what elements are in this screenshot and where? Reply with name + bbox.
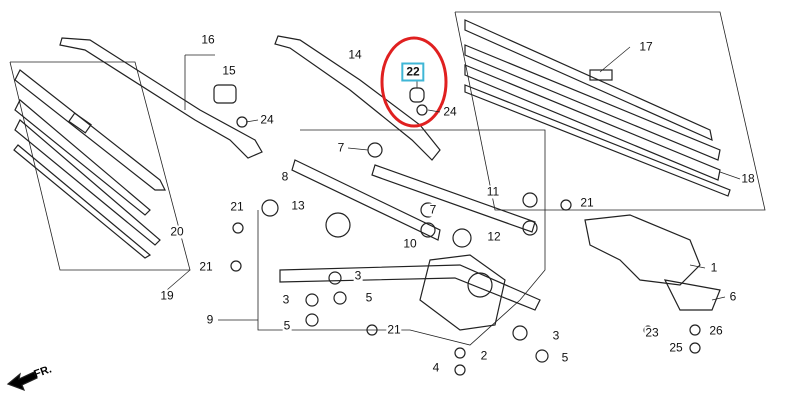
link-rod-8 bbox=[291, 159, 441, 241]
part-label: 18 bbox=[740, 171, 756, 186]
part-label: 21 bbox=[579, 195, 595, 210]
pivot-left bbox=[325, 212, 351, 238]
part-label: 7 bbox=[336, 140, 346, 155]
part-label: 8 bbox=[280, 169, 290, 184]
frame-9 bbox=[279, 264, 541, 311]
part-label: 10 bbox=[402, 236, 418, 251]
highlight-circle bbox=[380, 36, 448, 128]
part-label: 24 bbox=[259, 112, 275, 127]
wiper-blade-left bbox=[13, 69, 166, 259]
part-label: 11 bbox=[485, 184, 501, 199]
part-label: 5 bbox=[364, 290, 374, 305]
part-label: 21 bbox=[229, 199, 245, 214]
link-rod-11 bbox=[371, 164, 536, 233]
arm-cap-15 bbox=[213, 84, 237, 104]
cap-22 bbox=[409, 87, 425, 103]
part-label: 15 bbox=[221, 63, 237, 78]
part-label: 21 bbox=[198, 259, 214, 274]
part-label: 5 bbox=[282, 318, 292, 333]
part-label: 6 bbox=[728, 289, 738, 304]
part-label: 23 bbox=[644, 325, 660, 340]
part-label: 7 bbox=[428, 202, 438, 217]
part-label: 26 bbox=[708, 323, 724, 338]
part-label: 2 bbox=[479, 348, 489, 363]
wiper-arm-right bbox=[274, 35, 441, 161]
part-label: 16 bbox=[200, 32, 216, 47]
pivot-bracket bbox=[419, 254, 506, 331]
part-label: 3 bbox=[551, 328, 561, 343]
part-label: 4 bbox=[431, 360, 441, 375]
part-label: 1 bbox=[709, 260, 719, 275]
part-label: 5 bbox=[560, 350, 570, 365]
part-label: 14 bbox=[347, 47, 363, 62]
wiper-motor bbox=[584, 214, 701, 286]
part-label: 24 bbox=[442, 104, 458, 119]
part-label: 3 bbox=[281, 292, 291, 307]
part-label: 13 bbox=[290, 198, 306, 213]
part-label: 19 bbox=[159, 288, 175, 303]
part-label: 17 bbox=[638, 39, 654, 54]
part-label-highlighted: 22 bbox=[401, 62, 425, 82]
wiper-blade-right bbox=[464, 19, 731, 197]
blade-box-right bbox=[454, 11, 766, 211]
pivot-right bbox=[467, 272, 493, 298]
part-label: 12 bbox=[486, 229, 502, 244]
part-label: 20 bbox=[169, 224, 185, 239]
wiper-arm-left bbox=[59, 37, 263, 159]
front-arrow-icon bbox=[6, 371, 38, 392]
part-label: 25 bbox=[668, 340, 684, 355]
part-label: 9 bbox=[205, 312, 215, 327]
part-label: 21 bbox=[386, 322, 402, 337]
motor-bracket bbox=[663, 279, 721, 311]
part-label: 3 bbox=[353, 268, 363, 283]
blade-box-left bbox=[9, 61, 191, 271]
